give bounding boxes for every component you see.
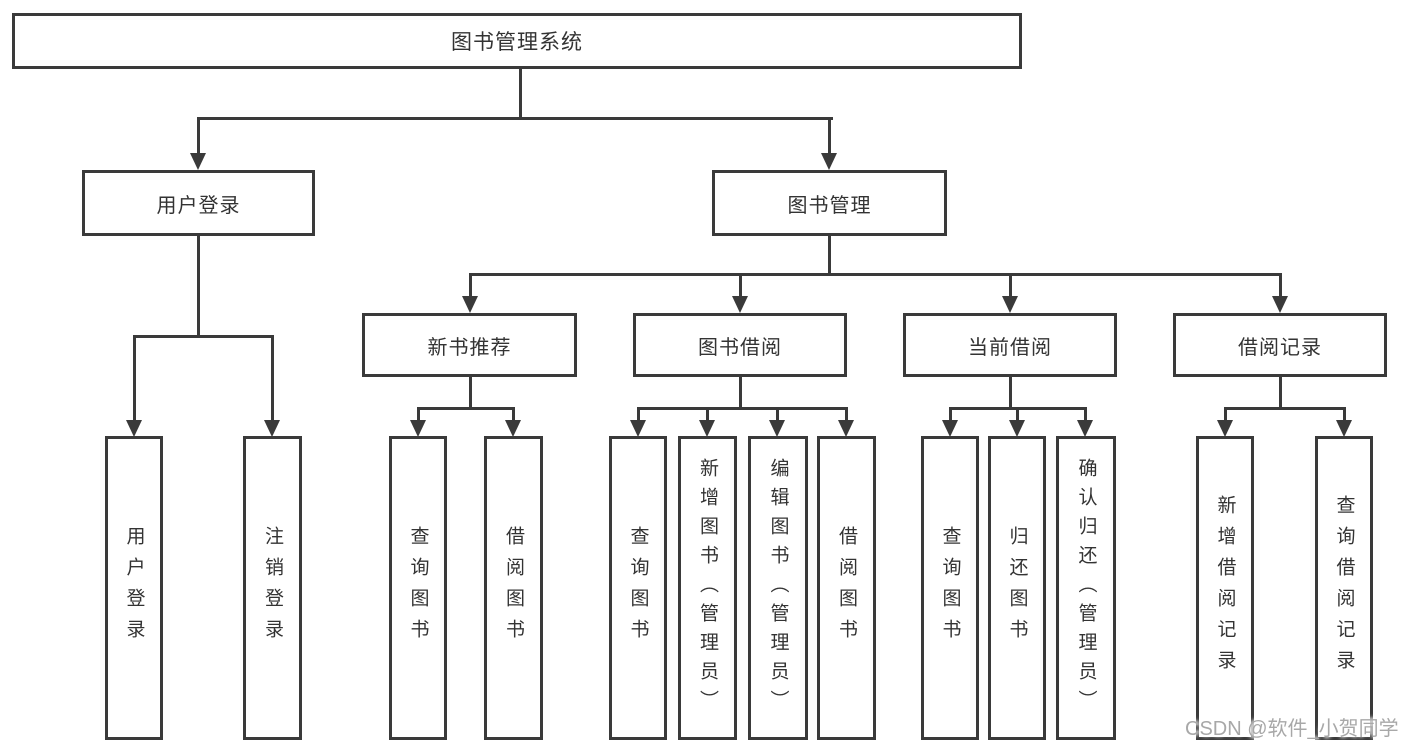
connector-line (1279, 377, 1282, 407)
connector-line (1009, 273, 1012, 296)
connector-line (706, 407, 709, 420)
leaf-query-books-recommend: 查询图书 (389, 436, 447, 740)
arrow-down-icon (1009, 420, 1025, 437)
leaf-query-books-borrowing: 查询图书 (609, 436, 667, 740)
csdn-watermark: CSDN @软件_小贺同学 (1185, 718, 1399, 740)
leaf-query-books-current-label: 查询图书 (939, 526, 961, 650)
leaf-borrow-books-label: 借阅图书 (836, 526, 857, 650)
connector-line (637, 407, 640, 420)
node-book-management: 图书管理 (712, 170, 947, 236)
arrow-down-icon (505, 420, 521, 437)
leaf-add-borrow-record: 新增借阅记录 (1196, 436, 1254, 740)
connector-line (1009, 377, 1012, 407)
connector-line (1084, 407, 1087, 420)
leaf-add-books-admin-label: 新增图书（管理员） (697, 457, 718, 719)
connector-line (739, 273, 742, 296)
leaf-borrow-books-recommend: 借阅图书 (484, 436, 543, 740)
connector-line (469, 377, 472, 407)
leaf-logout: 注销登录 (243, 436, 302, 740)
node-user-login-label: 用户登录 (156, 194, 241, 217)
arrow-down-icon (264, 420, 280, 437)
leaf-return-books: 归还图书 (988, 436, 1046, 740)
node-new-book-recommend: 新书推荐 (362, 313, 577, 377)
connector-line (469, 273, 472, 296)
connector-line (637, 407, 848, 410)
connector-line (271, 335, 274, 420)
leaf-query-books-borrowing-label: 查询图书 (627, 526, 649, 650)
arrow-down-icon (630, 420, 646, 437)
connector-line (197, 117, 833, 120)
arrow-down-icon (1217, 420, 1233, 437)
arrow-down-icon (190, 153, 206, 170)
connector-line (1016, 407, 1019, 420)
leaf-borrow-books-recommend-label: 借阅图书 (503, 526, 524, 650)
leaf-user-login: 用户登录 (105, 436, 163, 740)
node-current-borrowing-label: 当前借阅 (968, 336, 1052, 359)
node-library-system-label: 图书管理系统 (451, 31, 583, 54)
node-borrowing-records: 借阅记录 (1173, 313, 1387, 377)
arrow-down-icon (699, 420, 715, 437)
leaf-query-books-current: 查询图书 (921, 436, 979, 740)
node-user-login: 用户登录 (82, 170, 315, 236)
leaf-user-login-label: 用户登录 (123, 526, 145, 650)
connector-line (828, 117, 831, 154)
leaf-logout-label: 注销登录 (262, 526, 283, 650)
connector-line (949, 407, 952, 420)
arrow-down-icon (1002, 296, 1018, 313)
arrow-down-icon (838, 420, 854, 437)
node-new-book-recommend-label: 新书推荐 (427, 336, 512, 359)
connector-line (519, 68, 522, 117)
connector-line (1224, 407, 1346, 410)
connector-line (845, 407, 848, 420)
arrow-down-icon (821, 153, 837, 170)
connector-line (739, 377, 742, 407)
leaf-edit-books-admin-label: 编辑图书（管理员） (767, 457, 789, 719)
node-book-borrowing: 图书借阅 (633, 313, 847, 377)
leaf-borrow-books: 借阅图书 (817, 436, 876, 740)
node-book-management-label: 图书管理 (787, 194, 872, 217)
leaf-add-borrow-record-label: 新增借阅记录 (1214, 495, 1236, 681)
arrow-down-icon (410, 420, 426, 437)
leaf-query-books-recommend-label: 查询图书 (407, 526, 429, 650)
connector-line (776, 407, 779, 420)
arrow-down-icon (732, 296, 748, 313)
connector-line (469, 273, 1282, 276)
node-library-system: 图书管理系统 (12, 13, 1022, 69)
leaf-return-books-label: 归还图书 (1006, 526, 1028, 650)
node-book-borrowing-label: 图书借阅 (698, 336, 782, 359)
leaf-add-books-admin: 新增图书（管理员） (678, 436, 737, 740)
connector-line (133, 335, 274, 338)
leaf-confirm-return-admin: 确认归还（管理员） (1056, 436, 1116, 740)
arrow-down-icon (942, 420, 958, 437)
node-borrowing-records-label: 借阅记录 (1238, 336, 1322, 359)
arrow-down-icon (1077, 420, 1093, 437)
connector-line (512, 407, 515, 420)
leaf-query-borrow-record-label: 查询借阅记录 (1333, 495, 1355, 681)
connector-line (417, 407, 420, 420)
connector-line (197, 236, 200, 335)
connector-line (1343, 407, 1346, 420)
leaf-query-borrow-record: 查询借阅记录 (1315, 436, 1373, 740)
arrow-down-icon (1336, 420, 1352, 437)
connector-line (1224, 407, 1227, 420)
connector-line (1279, 273, 1282, 296)
arrow-down-icon (769, 420, 785, 437)
connector-line (828, 236, 831, 273)
arrow-down-icon (126, 420, 142, 437)
connector-line (133, 335, 136, 420)
connector-line (417, 407, 515, 410)
node-current-borrowing: 当前借阅 (903, 313, 1117, 377)
leaf-edit-books-admin: 编辑图书（管理员） (748, 436, 808, 740)
arrow-down-icon (1272, 296, 1288, 313)
arrow-down-icon (462, 296, 478, 313)
connector-line (197, 117, 200, 154)
leaf-confirm-return-admin-label: 确认归还（管理员） (1075, 457, 1097, 719)
